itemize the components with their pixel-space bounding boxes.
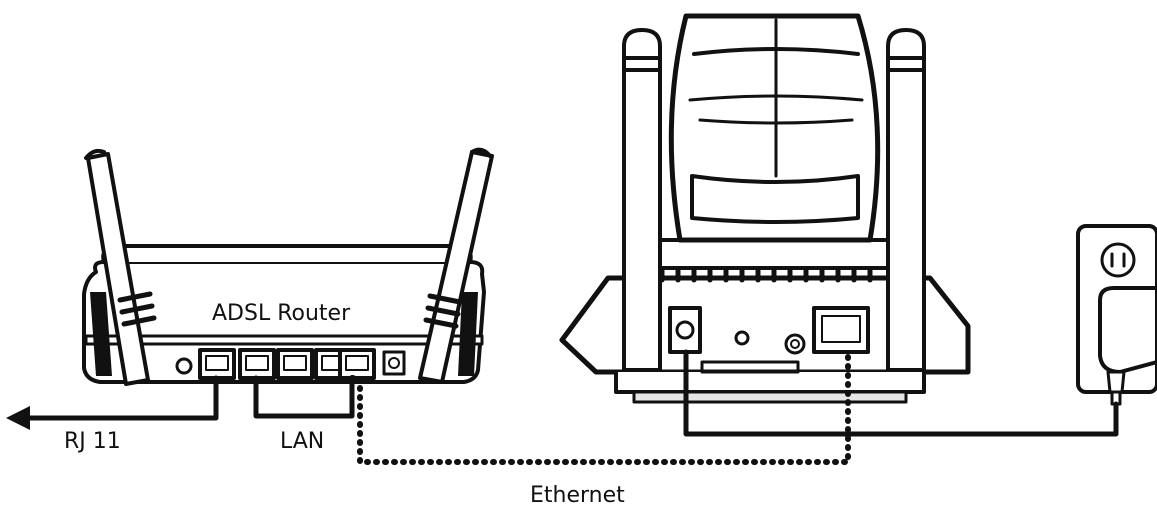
router-antenna-right-icon	[418, 147, 494, 384]
router-antenna-left-icon	[84, 148, 157, 386]
lan-label: LAN	[280, 429, 324, 454]
ip-camera-icon	[559, 13, 971, 404]
camera-antenna-left-icon	[622, 28, 662, 372]
lan-cable	[253, 375, 355, 419]
camera-antenna-right-icon	[886, 28, 926, 372]
router-label: ADSL Router	[212, 301, 351, 326]
power-adapter-icon	[1098, 286, 1157, 406]
arrow-left-icon	[6, 406, 30, 430]
rj11-label: RJ 11	[64, 429, 121, 454]
rj11-cable	[6, 375, 219, 430]
power-cable	[683, 349, 1119, 437]
ethernet-label: Ethernet	[530, 483, 625, 505]
ethernet-cable	[349, 349, 851, 465]
